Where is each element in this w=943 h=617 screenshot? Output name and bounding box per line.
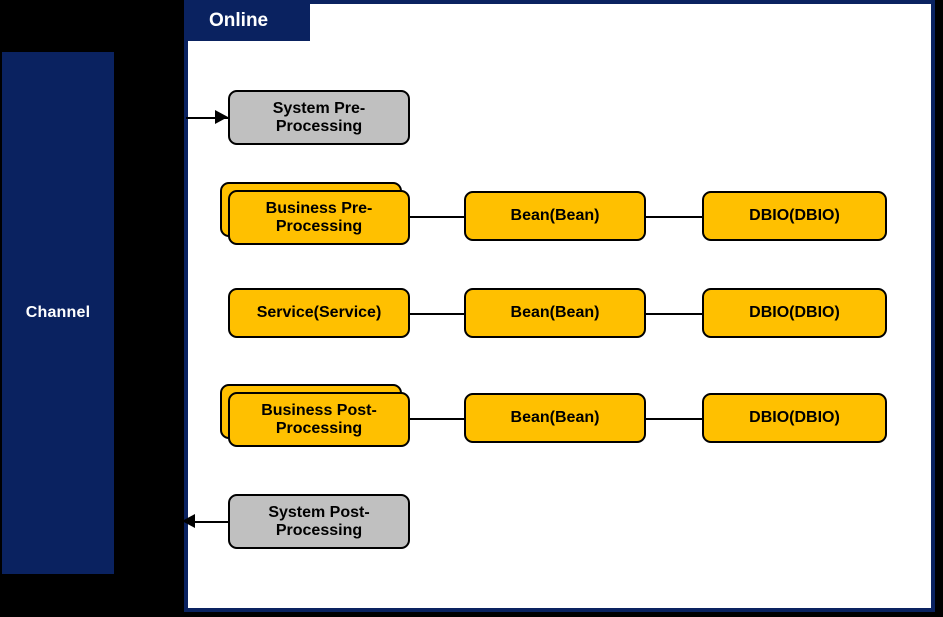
node-business-post-processing-label: Business Post- Processing bbox=[261, 401, 377, 437]
node-dbio-2-label: DBIO(DBIO) bbox=[749, 304, 840, 322]
node-business-pre-processing-label: Business Pre- Processing bbox=[265, 199, 373, 235]
arrowhead-into-channel-icon bbox=[182, 514, 195, 528]
connector-service-to-bean bbox=[410, 313, 466, 315]
channel-label: Channel bbox=[25, 304, 91, 321]
node-bean-2[interactable]: Bean(Bean) bbox=[464, 288, 646, 338]
node-bean-3[interactable]: Bean(Bean) bbox=[464, 393, 646, 443]
online-tab-label: Online bbox=[209, 9, 269, 31]
connector-bean-to-dbio-2 bbox=[646, 313, 704, 315]
node-business-post-processing[interactable]: Business Post- Processing bbox=[228, 392, 410, 447]
node-bean-2-label: Bean(Bean) bbox=[510, 304, 600, 322]
connector-business-post-to-bean bbox=[410, 418, 466, 420]
node-bean-1-label: Bean(Bean) bbox=[510, 207, 600, 225]
node-service-label: Service(Service) bbox=[256, 304, 382, 322]
connector-bean-to-dbio-3 bbox=[646, 418, 704, 420]
node-bean-3-label: Bean(Bean) bbox=[510, 409, 600, 427]
connector-business-pre-to-bean bbox=[410, 216, 466, 218]
node-dbio-3[interactable]: DBIO(DBIO) bbox=[702, 393, 887, 443]
node-system-post-processing-label: System Post- Processing bbox=[268, 503, 370, 539]
node-system-pre-processing-label: System Pre- Processing bbox=[272, 99, 366, 135]
node-dbio-1[interactable]: DBIO(DBIO) bbox=[702, 191, 887, 241]
node-system-pre-processing[interactable]: System Pre- Processing bbox=[228, 90, 410, 145]
node-business-pre-processing[interactable]: Business Pre- Processing bbox=[228, 190, 410, 245]
channel-bar[interactable]: Channel bbox=[2, 52, 114, 574]
connector-channel-to-system-pre bbox=[186, 117, 228, 119]
node-system-post-processing[interactable]: System Post- Processing bbox=[228, 494, 410, 549]
node-dbio-1-label: DBIO(DBIO) bbox=[749, 207, 840, 225]
online-tab[interactable]: Online bbox=[185, 0, 310, 41]
node-service[interactable]: Service(Service) bbox=[228, 288, 410, 338]
node-bean-1[interactable]: Bean(Bean) bbox=[464, 191, 646, 241]
node-dbio-2[interactable]: DBIO(DBIO) bbox=[702, 288, 887, 338]
node-dbio-3-label: DBIO(DBIO) bbox=[749, 409, 840, 427]
connector-system-post-to-channel bbox=[188, 521, 230, 523]
arrowhead-into-system-pre-icon bbox=[215, 110, 228, 124]
connector-bean-to-dbio-1 bbox=[646, 216, 704, 218]
